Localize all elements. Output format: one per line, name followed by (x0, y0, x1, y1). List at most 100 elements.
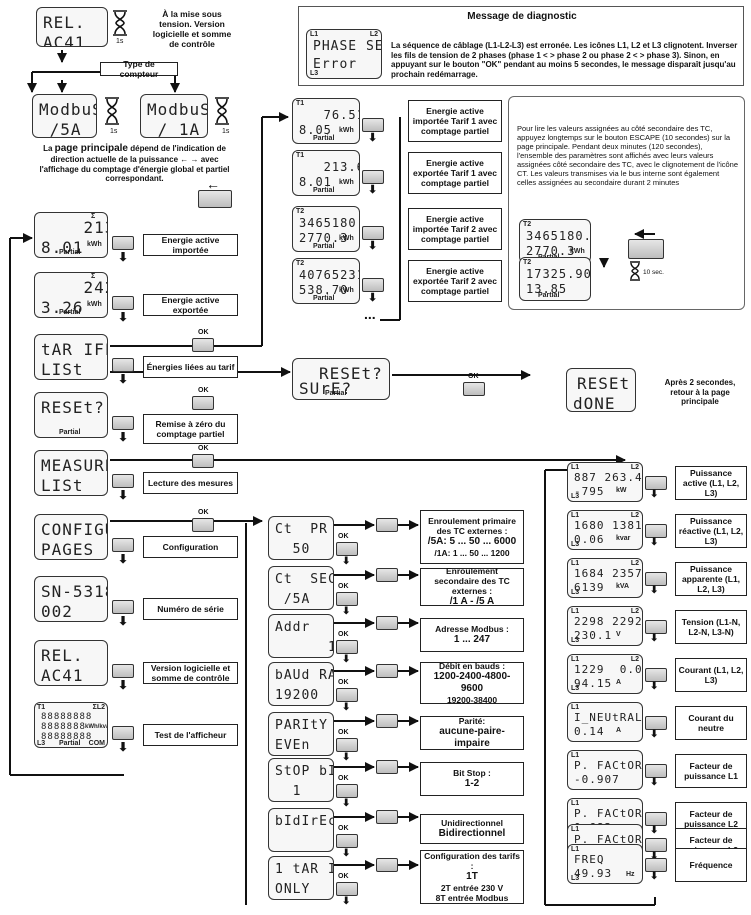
down-arrow-icon: ⬇ (650, 633, 659, 644)
ok-label: OK (338, 775, 349, 782)
lcd-info-t2: T2 3465180.97 2770.3 kWh Partial (519, 219, 591, 263)
down-arrow-icon: ⬇ (342, 848, 351, 859)
ok-button[interactable] (376, 568, 398, 582)
lcd-tag: Partial (59, 249, 81, 256)
escape-button[interactable] (198, 190, 232, 208)
lcd-text: AC41 (41, 666, 84, 685)
down-button[interactable] (362, 278, 384, 292)
lcd-unit: V (616, 631, 621, 638)
ok-button[interactable] (192, 396, 214, 410)
label-line: 2T entrée 230 V (440, 883, 504, 893)
ok-label: OK (198, 445, 209, 452)
escape-button[interactable] (628, 239, 664, 259)
lcd-tag: L1 (571, 704, 580, 711)
down-button[interactable] (112, 236, 134, 250)
down-button[interactable] (645, 764, 667, 778)
lcd-text: 213.68 (83, 218, 107, 237)
lcd-text: LISt (41, 360, 84, 379)
lcd-text: 8888888 (41, 722, 86, 732)
lcd-text: 887 263.4 (574, 471, 643, 484)
down-button[interactable] (645, 524, 667, 538)
timer-label: 1s (222, 128, 230, 135)
lcd-text: P. FACtOR (574, 759, 643, 772)
down-button[interactable] (362, 118, 384, 132)
down-button[interactable] (645, 620, 667, 634)
down-button[interactable] (336, 542, 358, 556)
diagnostic-text: La séquence de câblage (L1-L2-L3) est er… (391, 41, 738, 79)
down-button[interactable] (112, 664, 134, 678)
ok-button[interactable] (192, 338, 214, 352)
down-button[interactable] (362, 226, 384, 240)
lcd-text: 3.26 (41, 298, 84, 317)
label-config-par_1: Parité:aucune-paire-impaire (420, 716, 524, 750)
down-button[interactable] (336, 882, 358, 896)
down-button[interactable] (112, 600, 134, 614)
lcd-text: 1680 1381 (574, 519, 643, 532)
lcd-text: dONE (573, 394, 616, 412)
down-arrow-icon: ⬇ (650, 681, 659, 692)
down-button[interactable] (336, 834, 358, 848)
lcd-text: P. FACtOR (574, 833, 643, 846)
down-button[interactable] (112, 726, 134, 740)
lcd-text: Ct SEC. (275, 572, 333, 587)
down-button[interactable] (645, 858, 667, 872)
lcd-text: StOP bItS (275, 764, 333, 779)
info-box: Pour lire les valeurs assignées au côté … (508, 96, 745, 310)
lcd-text: ONLY (275, 882, 311, 897)
label-meas: Lecture des mesures (143, 472, 238, 494)
lcd-text: 8.05 (299, 123, 332, 137)
down-button[interactable] (112, 474, 134, 488)
label-t2_exp: Energie active exportée Tarif 2 avec com… (408, 260, 502, 302)
lcd-tag: L1 (571, 608, 580, 615)
lcd-tag: COM (88, 740, 105, 747)
down-button[interactable] (112, 296, 134, 310)
ok-button[interactable] (376, 616, 398, 630)
ok-button[interactable] (376, 810, 398, 824)
ok-button[interactable] (192, 518, 214, 532)
label-config-cts_1: Enroulement secondaire des TC externes :… (420, 566, 524, 607)
lcd-text: 40765231 (299, 268, 360, 282)
label-measure-pr: Puissance réactive (L1, L2, L3) (675, 514, 747, 548)
down-arrow-icon: ⬇ (342, 702, 351, 713)
ok-button[interactable] (376, 760, 398, 774)
diagnostic-box: Message de diagnostic L1 L2 L3 PHASE SEQ… (298, 6, 744, 86)
down-button[interactable] (112, 416, 134, 430)
down-button[interactable] (645, 812, 667, 826)
down-button[interactable] (645, 716, 667, 730)
ok-button[interactable] (376, 664, 398, 678)
down-button[interactable] (336, 688, 358, 702)
label-reset: Remise à zéro du comptage partiel (143, 414, 238, 444)
down-button[interactable] (645, 572, 667, 586)
lcd-tag: L2 (630, 464, 639, 471)
down-arrow-icon: ⬇ (118, 614, 129, 628)
down-button[interactable] (645, 668, 667, 682)
down-button[interactable] (645, 838, 667, 852)
ok-button[interactable] (463, 382, 485, 396)
down-button[interactable] (336, 784, 358, 798)
down-button[interactable] (336, 738, 358, 752)
down-button[interactable] (362, 170, 384, 184)
down-arrow-icon: ⬇ (650, 825, 659, 836)
lcd-text: 88888888 (41, 732, 93, 742)
ok-button[interactable] (192, 454, 214, 468)
down-button[interactable] (336, 640, 358, 654)
label-line: Adresse Modbus : (435, 623, 509, 634)
down-button[interactable] (112, 538, 134, 552)
lcd-text: 1229 0.06 (574, 663, 643, 676)
lcd-text: AC41 (43, 33, 86, 47)
down-button[interactable] (112, 358, 134, 372)
down-button[interactable] (336, 592, 358, 606)
lcd-tag: L3 (571, 493, 580, 500)
down-button[interactable] (645, 476, 667, 490)
lcd-tag: T1 (296, 152, 305, 159)
ok-button[interactable] (376, 518, 398, 532)
lcd-left-meas: MEASURESLISt (34, 450, 108, 496)
down-arrow-icon: ⬇ (118, 250, 129, 264)
ok-button[interactable] (376, 714, 398, 728)
label-line: Bidirectionnel (438, 828, 506, 840)
ok-button[interactable] (376, 858, 398, 872)
